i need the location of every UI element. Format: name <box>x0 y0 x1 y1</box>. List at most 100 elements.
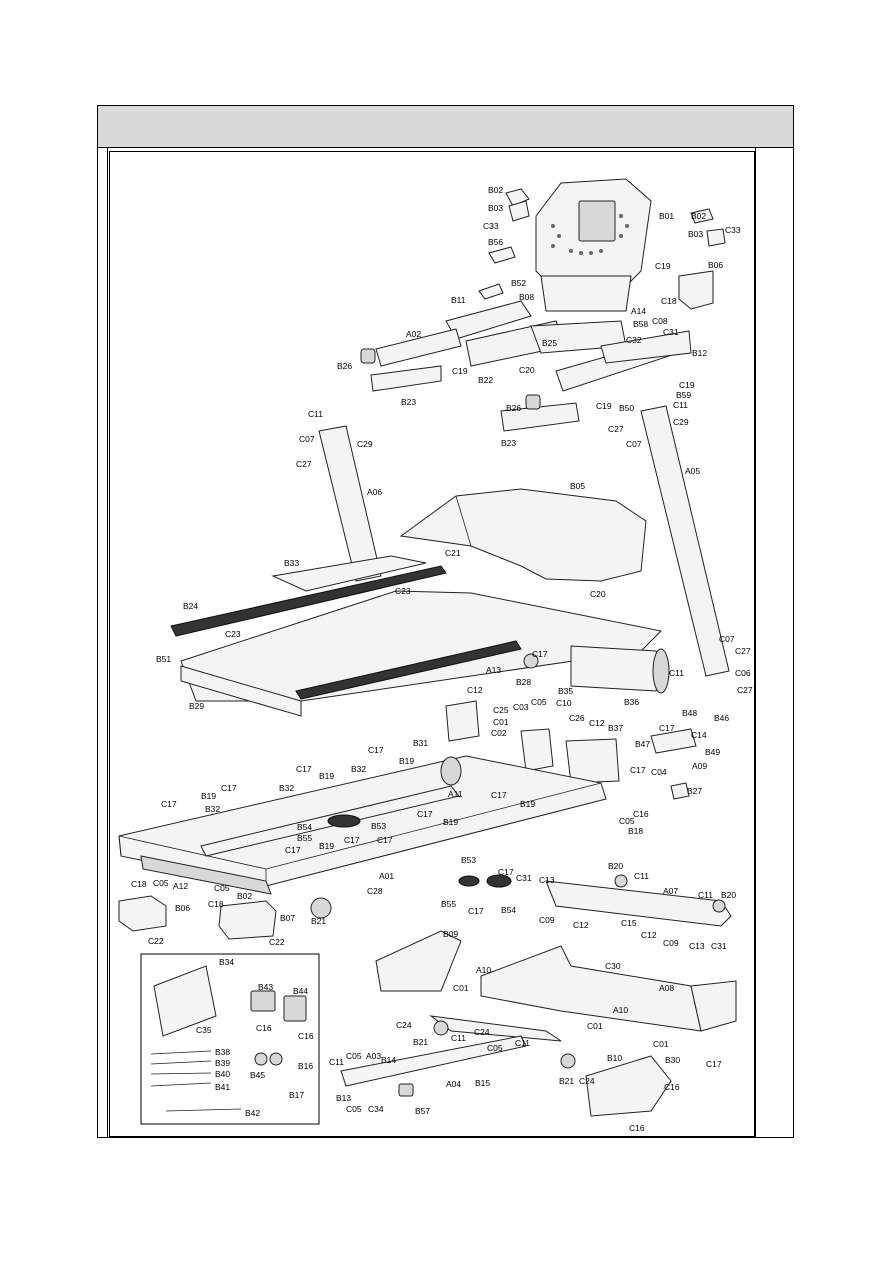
label-C27: C27 <box>737 685 753 695</box>
label-C03: C03 <box>513 702 529 712</box>
middle-brackets <box>445 700 697 800</box>
label-C26: C26 <box>569 713 585 723</box>
label-C24: C24 <box>396 1020 412 1030</box>
label-A11: A11 <box>448 789 463 799</box>
label-A03: A03 <box>366 1051 381 1061</box>
main-frame <box>118 755 607 919</box>
label-B06: B06 <box>175 903 190 913</box>
label-C20: C20 <box>519 365 535 375</box>
label-A07: A07 <box>663 886 678 896</box>
label-B24: B24 <box>183 601 198 611</box>
base-frame <box>340 930 737 1117</box>
label-C01: C01 <box>653 1039 669 1049</box>
label-C28: C28 <box>367 886 383 896</box>
label-C21: C21 <box>445 548 461 558</box>
label-C27: C27 <box>735 646 751 656</box>
label-C18: C18 <box>131 879 147 889</box>
label-C10: C10 <box>556 698 572 708</box>
label-C17: C17 <box>161 799 177 809</box>
label-B21: B21 <box>559 1076 574 1086</box>
label-B51: B51 <box>156 654 171 664</box>
label-B54: B54 <box>501 905 516 915</box>
label-A02: A02 <box>406 329 421 339</box>
label-C13: C13 <box>689 941 705 951</box>
upright-posts <box>318 405 730 677</box>
label-B47: B47 <box>635 739 650 749</box>
label-B39: B39 <box>215 1058 230 1068</box>
label-C18: C18 <box>661 296 677 306</box>
label-B21: B21 <box>311 916 326 926</box>
label-A04: A04 <box>446 1079 461 1089</box>
label-C02: C02 <box>491 728 507 738</box>
label-C23: C23 <box>395 586 411 596</box>
label-B56: B56 <box>488 237 503 247</box>
label-A01: A01 <box>379 871 394 881</box>
label-B23: B23 <box>501 438 516 448</box>
diagram-svg: B02 B03 C33 B01 B02 B03 C33 B56 C19 B06 … <box>118 178 753 1133</box>
handlebar-assembly <box>360 300 692 432</box>
label-B35: B35 <box>558 686 573 696</box>
label-C11: C11 <box>451 1033 466 1043</box>
motor <box>523 645 670 694</box>
label-B28: B28 <box>516 677 531 687</box>
label-C05: C05 <box>346 1051 362 1061</box>
label-C17: C17 <box>498 867 514 877</box>
label-B06: B06 <box>708 260 723 270</box>
label-C33: C33 <box>483 221 499 231</box>
label-C08: C08 <box>652 316 668 326</box>
label-B02: B02 <box>691 211 706 221</box>
label-C17: C17 <box>221 783 237 793</box>
label-C12: C12 <box>641 930 657 940</box>
label-B19: B19 <box>520 799 535 809</box>
label-C12: C12 <box>589 718 605 728</box>
label-C05: C05 <box>531 697 547 707</box>
left-column <box>98 148 108 1137</box>
label-C11: C11 <box>673 400 688 410</box>
incline-frame <box>545 880 732 927</box>
label-C17: C17 <box>285 845 301 855</box>
label-C14: C14 <box>691 730 707 740</box>
label-C07: C07 <box>719 634 735 644</box>
label-C35: C35 <box>196 1025 212 1035</box>
label-B34: B34 <box>219 957 234 967</box>
motor-hood <box>399 488 647 582</box>
label-B19: B19 <box>201 791 216 801</box>
label-C17: C17 <box>706 1059 722 1069</box>
label-C05: C05 <box>153 878 169 888</box>
label-C19: C19 <box>679 380 695 390</box>
label-C16: C16 <box>298 1031 314 1041</box>
label-C11: C11 <box>698 890 713 900</box>
label-B07: B07 <box>280 913 295 923</box>
label-B45: B45 <box>250 1070 265 1080</box>
label-C17: C17 <box>468 906 484 916</box>
label-B33: B33 <box>284 558 299 568</box>
label-B22: B22 <box>478 375 493 385</box>
label-C11: C11 <box>669 668 684 678</box>
label-B32: B32 <box>205 804 220 814</box>
label-C31: C31 <box>711 941 727 951</box>
label-C12: C12 <box>467 685 483 695</box>
label-C18: C18 <box>208 899 224 909</box>
label-B44: B44 <box>293 986 308 996</box>
label-B11: B11 <box>451 295 466 305</box>
label-B13: B13 <box>336 1093 351 1103</box>
label-B50: B50 <box>619 403 634 413</box>
label-C15: C15 <box>621 918 637 928</box>
label-C17: C17 <box>344 835 360 845</box>
label-B12: B12 <box>692 348 707 358</box>
label-C05: C05 <box>487 1043 503 1053</box>
label-C07: C07 <box>626 439 642 449</box>
electronics-inset <box>140 953 320 1125</box>
label-B05: B05 <box>570 481 585 491</box>
label-B59: B59 <box>676 390 691 400</box>
label-C17: C17 <box>491 790 507 800</box>
label-B01: B01 <box>659 211 674 221</box>
label-C17: C17 <box>417 809 433 819</box>
label-B19: B19 <box>399 756 414 766</box>
label-C06: C06 <box>735 668 751 678</box>
label-A14: A14 <box>631 306 646 316</box>
label-B53: B53 <box>461 855 476 865</box>
belt-a <box>327 814 361 828</box>
label-C05: C05 <box>346 1104 362 1114</box>
label-B08: B08 <box>519 292 534 302</box>
